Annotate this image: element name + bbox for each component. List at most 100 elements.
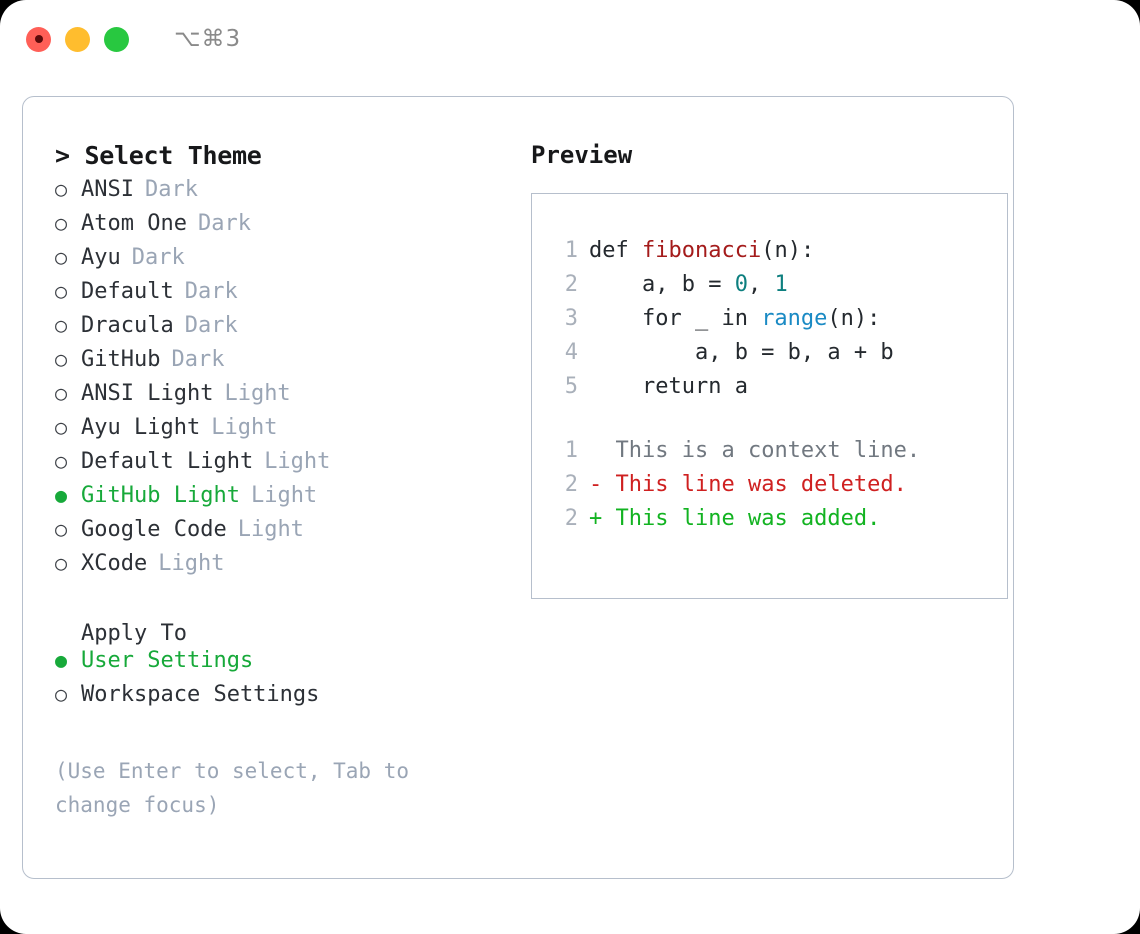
- title-bar: ⌥⌘3: [0, 0, 1140, 78]
- diff-line-add: 2+ This line was added.: [552, 506, 1007, 540]
- radio-unselected-icon: ○: [55, 245, 68, 269]
- recording-dot-icon: [34, 35, 43, 43]
- radio-unselected-icon: ○: [55, 211, 68, 235]
- theme-option-github[interactable]: ○ GitHub Dark: [55, 347, 509, 381]
- apply-to-option-label: User Settings: [81, 648, 254, 673]
- keyboard-shortcut-label: ⌥⌘3: [174, 26, 242, 52]
- theme-option-label: Dracula: [81, 313, 174, 338]
- line-number: 4: [564, 340, 578, 365]
- theme-option-label: Ayu Light: [81, 415, 201, 440]
- theme-option-github-light[interactable]: ● GitHub Light Light: [55, 483, 509, 517]
- radio-unselected-icon: ○: [55, 313, 68, 337]
- maximize-button[interactable]: [104, 26, 129, 52]
- apply-to-list: ● User Settings ○Workspace Settings: [55, 648, 509, 716]
- theme-option-label: Default: [81, 279, 174, 304]
- theme-variant-tag: Dark: [144, 177, 198, 202]
- theme-option-ansi-light[interactable]: ○ ANSI Light Light: [55, 381, 509, 415]
- theme-option-label: GitHub Light: [81, 483, 240, 508]
- line-number: 2: [564, 472, 578, 497]
- theme-variant-tag: Dark: [197, 211, 251, 236]
- theme-option-default[interactable]: ○ Default Dark: [55, 279, 509, 313]
- code-text: a, b = b, a + b: [589, 340, 894, 365]
- theme-option-label: GitHub: [81, 347, 161, 372]
- radio-unselected-icon: ○: [55, 517, 68, 541]
- theme-variant-tag: Light: [264, 449, 331, 474]
- code-token: range: [761, 306, 828, 331]
- theme-variant-tag: Light: [158, 551, 225, 576]
- radio-selected-icon: ●: [55, 648, 68, 672]
- theme-variant-tag: Light: [211, 415, 278, 440]
- theme-option-label: Default Light: [81, 449, 254, 474]
- theme-variant-tag: Light: [224, 381, 291, 406]
- radio-unselected-icon: ○: [55, 381, 68, 405]
- code-text: for _ in range(n):: [589, 306, 880, 331]
- theme-option-label: XCode: [81, 551, 148, 576]
- code-token: fibonacci: [641, 238, 762, 263]
- theme-option-default-light[interactable]: ○ Default Light Light: [55, 449, 509, 483]
- window-controls: [26, 26, 129, 52]
- code-text: a, b = 0, 1: [589, 272, 788, 297]
- line-number: 1: [564, 438, 578, 463]
- code-token: (n):: [827, 306, 881, 331]
- diff-sample: 1 This is a context line. 2- This line wa…: [552, 438, 1007, 540]
- line-number: 3: [564, 306, 578, 331]
- theme-variant-tag: Light: [237, 517, 304, 542]
- spacer: [552, 408, 1007, 438]
- code-token: ,: [747, 272, 775, 297]
- line-number: 2: [564, 272, 578, 297]
- radio-selected-icon: ●: [55, 483, 68, 507]
- diff-marker: -: [589, 472, 616, 497]
- apply-to-heading: Apply To: [81, 621, 187, 646]
- code-line: 3 for _ in range(n):: [552, 306, 1007, 340]
- radio-unselected-icon: ○: [55, 177, 68, 201]
- diff-text: This line was deleted.: [615, 472, 907, 497]
- radio-unselected-icon: ○: [55, 347, 68, 371]
- preview-heading: Preview: [531, 141, 633, 169]
- theme-option-label: ANSI Light: [81, 381, 214, 406]
- select-theme-heading: > Select Theme: [55, 141, 262, 170]
- radio-unselected-icon: ○: [55, 449, 68, 473]
- code-line: 4 a, b = b, a + b: [552, 340, 1007, 374]
- diff-line-del: 2- This line was deleted.: [552, 472, 1007, 506]
- apply-to-option-workspace-settings[interactable]: ○Workspace Settings: [55, 682, 509, 716]
- code-token: a, b = b, a + b: [589, 340, 894, 365]
- radio-unselected-icon: ○: [55, 682, 68, 706]
- theme-variant-tag: Light: [250, 483, 318, 508]
- theme-option-xcode[interactable]: ○ XCode Light: [55, 551, 509, 585]
- close-button[interactable]: [26, 26, 51, 52]
- code-line: 1 def fibonacci(n):: [552, 238, 1007, 272]
- code-token: def: [589, 238, 642, 263]
- theme-option-label: Google Code: [81, 517, 227, 542]
- code-text: return a: [589, 374, 748, 399]
- code-token: return a: [589, 374, 748, 399]
- minimize-button[interactable]: [65, 26, 90, 52]
- radio-unselected-icon: ○: [55, 551, 68, 575]
- theme-option-ansi[interactable]: ○ ANSI Dark: [55, 177, 509, 211]
- code-token: for _ in: [589, 306, 762, 331]
- line-number: 5: [564, 374, 578, 399]
- theme-variant-tag: Dark: [171, 347, 225, 372]
- code-token: 0: [734, 272, 748, 297]
- theme-option-dracula[interactable]: ○ Dracula Dark: [55, 313, 509, 347]
- line-number: 1: [564, 238, 578, 263]
- diff-marker: +: [589, 506, 616, 531]
- radio-unselected-icon: ○: [55, 279, 68, 303]
- diff-text: This is a context line.: [615, 438, 921, 463]
- theme-option-label: ANSI: [81, 177, 134, 202]
- code-line: 5 return a: [552, 374, 1007, 408]
- theme-variant-tag: Dark: [184, 279, 238, 304]
- apply-to-option-user-settings[interactable]: ● User Settings: [55, 648, 509, 682]
- theme-option-google-code[interactable]: ○ Google Code Light: [55, 517, 509, 551]
- code-token: (n):: [761, 238, 815, 263]
- theme-variant-tag: Dark: [184, 313, 238, 338]
